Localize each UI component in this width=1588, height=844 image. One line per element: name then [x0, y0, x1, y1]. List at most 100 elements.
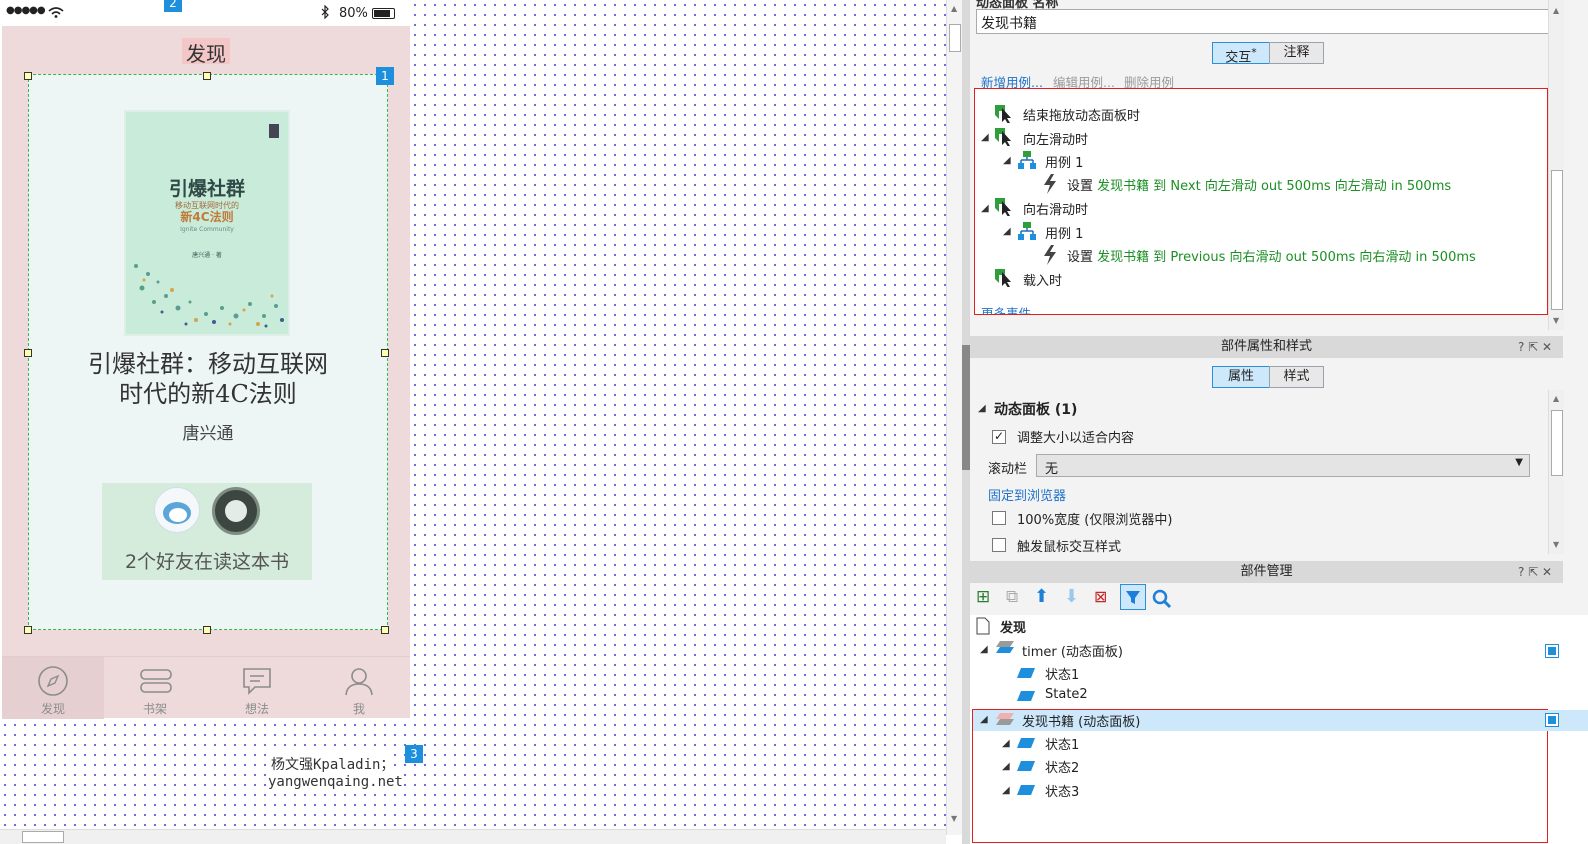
ios-status-bar: ●●●●● 80%: [2, 0, 410, 26]
action-swipe-left[interactable]: 设置 发现书籍 到 Next 向左滑动 out 500ms 向左滑动 in 50…: [1067, 175, 1451, 194]
tab-discover[interactable]: 发现: [2, 657, 104, 719]
scroll-thumb[interactable]: [949, 24, 961, 52]
friends-reading-box[interactable]: 2个好友在读这本书: [102, 483, 312, 580]
expand-triangle-icon[interactable]: ◢: [1003, 226, 1011, 237]
outline-state[interactable]: 状态2: [1045, 761, 1080, 776]
outline-item-timer[interactable]: timer (动态面板): [1022, 645, 1123, 660]
event-swipe-right[interactable]: 向右滑动时: [1023, 203, 1089, 218]
resize-handle[interactable]: [24, 349, 32, 357]
more-events-link[interactable]: 更多事件: [981, 306, 1032, 315]
expand-triangle-icon[interactable]: ◢: [981, 203, 989, 214]
expand-triangle-icon[interactable]: ◢: [980, 714, 988, 725]
resize-handle[interactable]: [203, 626, 211, 634]
panel-controls[interactable]: ? ⇱ ✕: [1518, 340, 1553, 354]
scroll-thumb[interactable]: [1551, 410, 1563, 476]
event-on-load[interactable]: 载入时: [1023, 274, 1063, 289]
canvas-vertical-scrollbar[interactable]: ▲ ▼: [946, 0, 962, 835]
event-swipe-left[interactable]: 向左滑动时: [1023, 133, 1089, 148]
title-highlight: [182, 38, 230, 64]
outline-state[interactable]: 状态1: [1045, 668, 1080, 683]
resize-handle[interactable]: [381, 626, 389, 634]
mouse-style-checkbox[interactable]: [992, 538, 1006, 552]
tab-bookshelf[interactable]: 书架: [104, 657, 206, 719]
visibility-toggle[interactable]: [1545, 644, 1559, 658]
delete-case-link[interactable]: 删除用例: [1124, 75, 1175, 90]
event-drop-end[interactable]: 结束拖放动态面板时: [1023, 109, 1141, 124]
full-width-checkbox[interactable]: [992, 511, 1006, 525]
publisher-logo: [269, 124, 279, 138]
scroll-down-icon[interactable]: ▼: [1553, 316, 1560, 325]
outline-state[interactable]: State2: [1045, 687, 1088, 702]
visibility-toggle[interactable]: [1545, 713, 1559, 727]
tab-notes[interactable]: 注释: [1269, 42, 1324, 64]
edit-case-link[interactable]: 编辑用例...: [1053, 75, 1115, 90]
book-cover[interactable]: 引爆社群 移动互联网时代的 新4C法则 Ignite Community 唐兴通…: [126, 112, 288, 334]
case-1[interactable]: 用例 1: [1045, 227, 1084, 242]
friends-reading-text: 2个好友在读这本书: [124, 551, 290, 573]
events-tree[interactable]: 结束拖放动态面板时 ◢ 向左滑动时 ◢ 用例 1 设置 发现书籍 到 Next …: [974, 88, 1548, 315]
tab-style[interactable]: 样式: [1269, 366, 1324, 388]
fit-content-checkbox[interactable]: ✓: [992, 429, 1006, 444]
tab-properties[interactable]: 属性: [1212, 366, 1270, 388]
scroll-up-icon[interactable]: ▲: [1553, 6, 1560, 15]
delete-icon[interactable]: ⊠: [1094, 587, 1108, 606]
expand-triangle-icon[interactable]: ◢: [1002, 738, 1010, 749]
widget-badge-1: 1: [376, 67, 394, 85]
tab-me[interactable]: 我: [308, 657, 410, 719]
outline-page[interactable]: 发现: [1000, 621, 1027, 636]
interaction-scrollbar[interactable]: ▲ ▼: [1548, 0, 1564, 330]
move-down-icon[interactable]: ⬇: [1064, 586, 1080, 607]
canvas-horizontal-scrollbar[interactable]: [0, 829, 946, 844]
scroll-up-icon[interactable]: ▲: [951, 4, 958, 13]
state-icon: [1017, 691, 1035, 701]
panel-name-label: 动态面板 名称: [976, 0, 1059, 11]
copy-icon[interactable]: ⧉: [1006, 587, 1019, 607]
expand-triangle-icon[interactable]: ◢: [1003, 155, 1011, 166]
expand-triangle-icon[interactable]: ◢: [980, 644, 988, 655]
scroll-thumb[interactable]: [22, 831, 64, 843]
scroll-down-icon[interactable]: ▼: [951, 814, 958, 823]
outline-state[interactable]: 状态3: [1045, 785, 1080, 800]
properties-scrollbar[interactable]: ▲ ▼: [1548, 390, 1564, 554]
scroll-down-icon[interactable]: ▼: [1553, 540, 1560, 549]
book-title: 引爆社群：移动互联网 时代的新4C法则: [30, 349, 386, 409]
properties-panel: 部件属性和样式 ? ⇱ ✕ 属性 样式 ◢ 动态面板 (1) ✓ 调整大小以适合…: [970, 336, 1588, 558]
watermark-name: 杨文强Kpaladin；: [271, 754, 395, 774]
cover-author: 唐兴通 · 著: [192, 252, 222, 259]
book-author: 唐兴通: [182, 424, 234, 444]
outline-state[interactable]: 状态1: [1045, 738, 1080, 753]
scroll-thumb[interactable]: [1551, 170, 1563, 310]
search-icon[interactable]: [1152, 589, 1172, 609]
add-page-icon[interactable]: ⊞: [976, 587, 991, 607]
panel-name-input[interactable]: 发现书籍: [976, 9, 1560, 34]
expand-triangle-icon[interactable]: ◢: [1002, 785, 1010, 796]
pin-to-browser-link[interactable]: 固定到浏览器: [988, 489, 1067, 504]
expand-triangle-icon[interactable]: ◢: [978, 403, 986, 414]
state-icon: [1017, 738, 1035, 748]
pane-splitter[interactable]: [962, 0, 970, 844]
cover-rule: 新4C法则: [180, 210, 234, 224]
tab-interaction[interactable]: 交互*: [1212, 42, 1270, 65]
action-verb: 设置: [1067, 179, 1098, 194]
resize-handle[interactable]: [381, 349, 389, 357]
scroll-up-icon[interactable]: ▲: [1553, 394, 1560, 403]
case-icon: [1018, 222, 1036, 240]
scrollbar-label: 滚动栏: [988, 462, 1028, 477]
move-up-icon[interactable]: ⬆: [1034, 586, 1050, 607]
add-case-link[interactable]: 新增用例...: [981, 75, 1043, 90]
resize-handle[interactable]: [203, 72, 211, 80]
action-swipe-right[interactable]: 设置 发现书籍 到 Previous 向右滑动 out 500ms 向右滑动 i…: [1067, 246, 1476, 265]
panel-controls[interactable]: ? ⇱ ✕: [1518, 565, 1553, 579]
case-1[interactable]: 用例 1: [1045, 156, 1084, 171]
splitter-grip[interactable]: [962, 345, 970, 470]
design-canvas[interactable]: ●●●●● 80% 发现 引爆社群 移动互联网时代的 新4C法则 Ignite …: [0, 0, 946, 835]
resize-handle[interactable]: [24, 72, 32, 80]
filter-button[interactable]: [1120, 584, 1146, 610]
outline-tree[interactable]: 发现 ◢ timer (动态面板) 状态1 State2 ◢ 发现书籍 (动态面…: [970, 615, 1588, 844]
outline-item-discover-books[interactable]: 发现书籍 (动态面板): [1022, 715, 1141, 730]
scrollbar-select[interactable]: 无▼: [1036, 454, 1530, 477]
resize-handle[interactable]: [24, 626, 32, 634]
expand-triangle-icon[interactable]: ◢: [1002, 761, 1010, 772]
expand-triangle-icon[interactable]: ◢: [981, 132, 989, 143]
tab-thoughts[interactable]: 想法: [206, 657, 308, 719]
